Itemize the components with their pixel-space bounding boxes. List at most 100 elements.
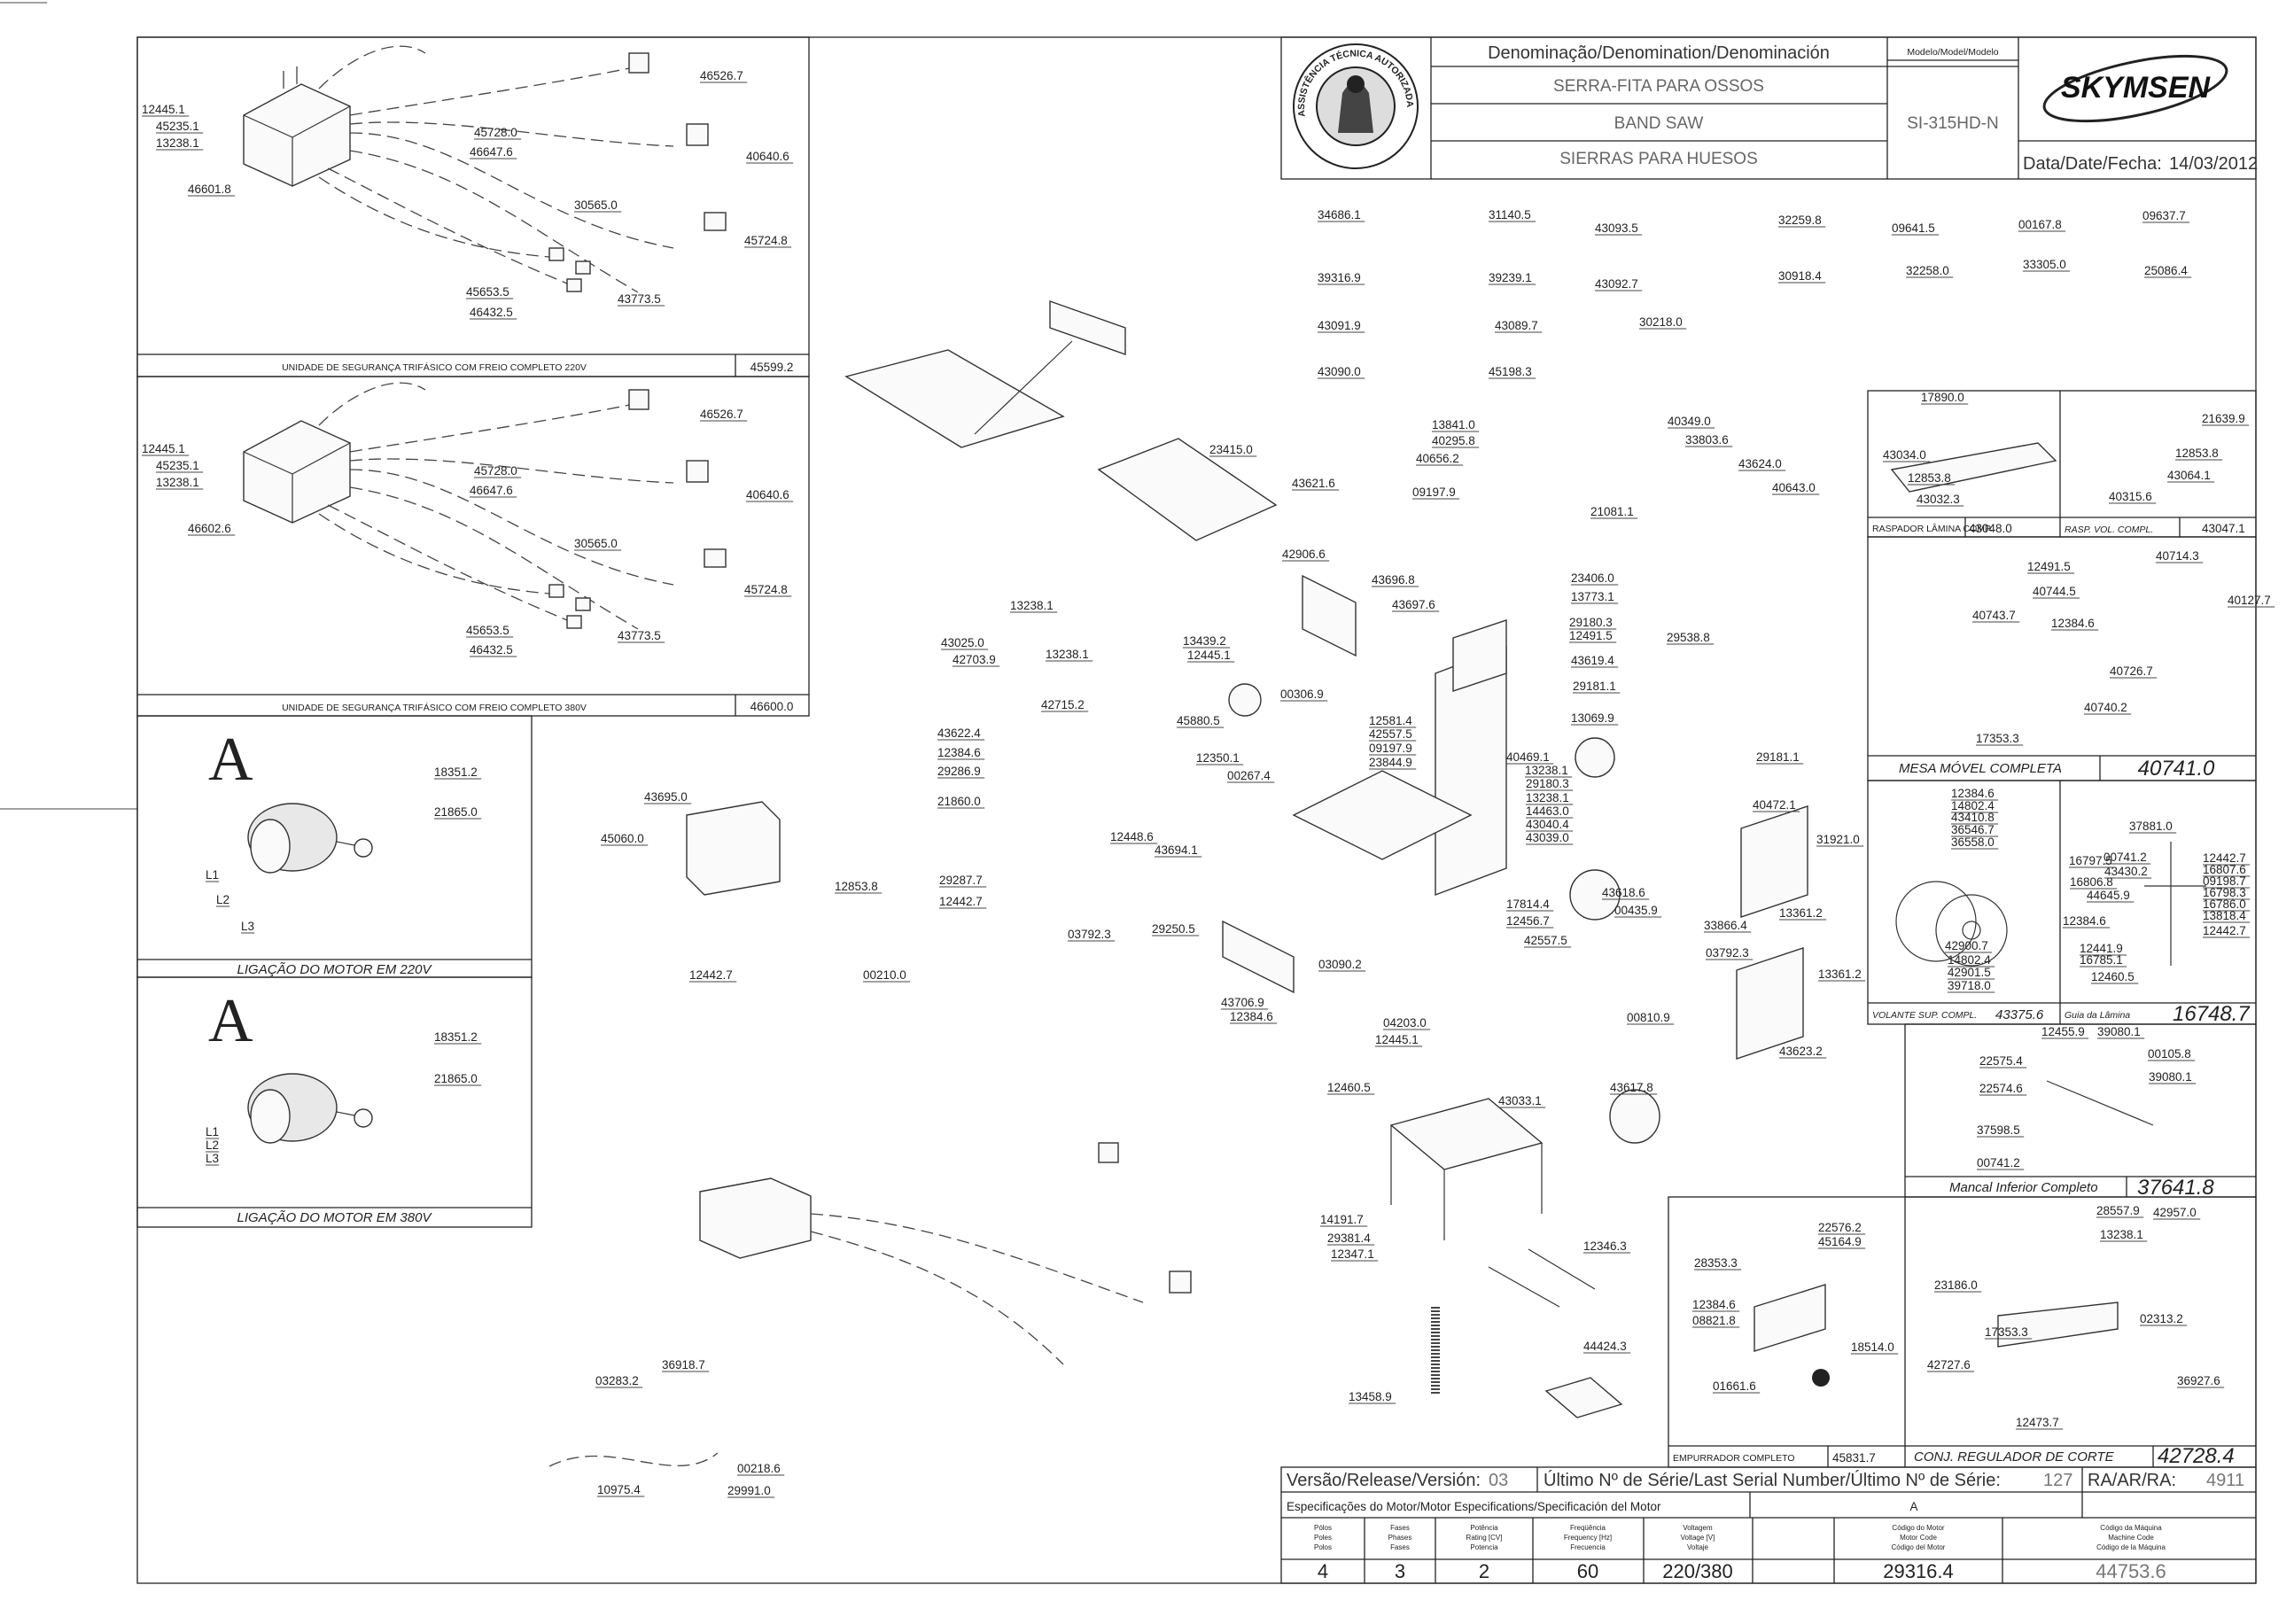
part-label: 13773.1 xyxy=(1571,590,1614,603)
motor-220-panel: LIGAÇÃO DO MOTOR EM 220V A xyxy=(136,715,533,978)
code-mesa: 40741.0 xyxy=(2138,757,2215,781)
serial-value: 127 xyxy=(2043,1471,2072,1490)
part-label: 28353.3 xyxy=(1694,1256,1738,1270)
part-label: 42727.6 xyxy=(1927,1358,1971,1371)
part-label: 23186.0 xyxy=(1934,1278,1978,1292)
part-label: 45235.1 xyxy=(156,459,199,472)
part-label: 46601.8 xyxy=(188,183,231,196)
part-label: 42906.6 xyxy=(1282,548,1326,561)
part-label: 00267.4 xyxy=(1227,769,1271,782)
part-label: 03792.3 xyxy=(1068,928,1111,941)
spec-header-1-0: Fases xyxy=(1390,1524,1410,1532)
part-label: 09641.5 xyxy=(1892,221,1935,235)
spec-header-3-1: Frequency [Hz] xyxy=(1564,1534,1612,1542)
part-label: 18514.0 xyxy=(1851,1340,1894,1354)
motor-letter-380: A xyxy=(208,987,253,1055)
part-label: 13238.1 xyxy=(156,476,199,489)
part-label: 39316.9 xyxy=(1318,271,1361,284)
part-label: 12384.6 xyxy=(1692,1298,1736,1311)
part-label: 02313.2 xyxy=(2140,1312,2183,1325)
ra-value: 4911 xyxy=(2206,1471,2244,1490)
spec-headers: PólosPolesPolosFasesPhasesFasesPotênciaR… xyxy=(1314,1524,2166,1551)
part-label: 43089.7 xyxy=(1495,319,1538,332)
part-label: 17890.0 xyxy=(1921,391,1964,404)
part-label: 13238.1 xyxy=(2100,1228,2143,1241)
part-label: 12491.5 xyxy=(2027,560,2071,573)
part-label: 00741.2 xyxy=(1977,1156,2020,1169)
spec-value-0: 4 xyxy=(1318,1560,1328,1582)
part-label: 45880.5 xyxy=(1177,714,1220,727)
part-label: 39239.1 xyxy=(1489,271,1532,284)
part-label: 00810.9 xyxy=(1627,1011,1670,1024)
part-label: L2 xyxy=(216,893,229,906)
date-label: Data/Date/Fecha: xyxy=(2023,154,2162,174)
part-label: 43623.2 xyxy=(1779,1045,1823,1058)
spec-block: Versão/Release/Versión: 03 Último Nº de … xyxy=(1280,1466,2257,1584)
part-label: 45724.8 xyxy=(744,234,788,247)
part-label: 40726.7 xyxy=(2110,664,2153,678)
spec-label: Especificações do Motor/Motor Especifica… xyxy=(1287,1500,1661,1513)
part-label: 21865.0 xyxy=(434,1072,478,1085)
part-label: 12445.1 xyxy=(142,103,185,116)
right-subassembly-frames: RASPADOR LÂMINA COMP. 43048.0 RASP. VOL.… xyxy=(1668,390,2257,1468)
part-label: 42900.7 xyxy=(1945,939,1988,952)
part-label: 44645.9 xyxy=(2087,889,2130,902)
part-label: 39080.1 xyxy=(2149,1070,2192,1084)
part-label: 40744.5 xyxy=(2033,585,2076,598)
part-label: 12445.1 xyxy=(1375,1033,1419,1046)
caption-conj: CONJ. REGULADOR DE CORTE xyxy=(1914,1449,2115,1465)
part-label: 40656.2 xyxy=(1416,452,1459,465)
spec-value-6: 44753.6 xyxy=(2096,1560,2166,1582)
part-label: 09637.7 xyxy=(2142,209,2186,222)
part-label: L3 xyxy=(241,920,254,933)
caption-motor-380: LIGAÇÃO DO MOTOR EM 380V xyxy=(237,1210,433,1225)
part-label: 43092.7 xyxy=(1595,277,1638,291)
part-label: 00741.2 xyxy=(2103,851,2147,864)
part-label: 29381.4 xyxy=(1327,1232,1371,1245)
part-label: 12442.7 xyxy=(939,895,983,908)
part-label: 36546.7 xyxy=(1951,823,1995,836)
part-label: 45724.8 xyxy=(744,583,788,596)
spec-header-4-2: Voltaje xyxy=(1687,1543,1709,1551)
part-label: 45060.0 xyxy=(601,832,644,845)
part-label: 36558.0 xyxy=(1951,835,1995,849)
part-label: 40315.6 xyxy=(2109,490,2152,503)
spec-value-3: 60 xyxy=(1577,1560,1598,1582)
part-label: 46432.5 xyxy=(470,306,513,319)
spec-header-1-1: Phases xyxy=(1388,1534,1412,1542)
part-label: 12384.6 xyxy=(937,746,981,759)
part-label: 16797.5 xyxy=(2069,854,2112,867)
part-label: 13238.1 xyxy=(1046,648,1089,661)
ra-label: RA/AR/RA: xyxy=(2088,1471,2176,1490)
spec-header-2-2: Potencia xyxy=(1470,1543,1498,1551)
part-label: 21860.0 xyxy=(937,795,981,808)
serial-label: Último Nº de Série/Last Serial Number/Úl… xyxy=(1544,1470,2001,1490)
part-label: 42957.0 xyxy=(2153,1206,2197,1219)
part-label: 22576.2 xyxy=(1818,1221,1862,1234)
part-label: 00435.9 xyxy=(1614,904,1658,917)
spec-header-4-0: Voltagem xyxy=(1683,1524,1713,1532)
part-label: 12445.1 xyxy=(1187,649,1231,662)
part-label: 40127.7 xyxy=(2228,594,2271,607)
part-label: 45235.1 xyxy=(156,120,199,133)
caption-motor-220: LIGAÇÃO DO MOTOR EM 220V xyxy=(237,962,433,977)
spec-value-2: 2 xyxy=(1479,1560,1489,1582)
part-label: 12384.6 xyxy=(2051,617,2095,630)
part-label: 43093.5 xyxy=(1595,221,1638,235)
code-rasp-vol: 43047.1 xyxy=(2202,522,2245,535)
part-label: 12455.9 xyxy=(2041,1025,2085,1038)
part-label: 13818.4 xyxy=(2203,909,2246,922)
code-unit-380: 46600.0 xyxy=(750,700,794,713)
part-label: 43695.0 xyxy=(644,790,688,804)
part-label: 25086.4 xyxy=(2144,264,2188,277)
part-label: 23844.9 xyxy=(1369,756,1412,769)
code-mancal: 37641.8 xyxy=(2137,1176,2214,1200)
caption-mancal: Mancal Inferior Completo xyxy=(1949,1180,2098,1195)
part-label: 45728.0 xyxy=(474,464,517,478)
part-label: 42703.9 xyxy=(953,653,996,666)
caption-unit-220: UNIDADE DE SEGURANÇA TRIFÁSICO COM FREIO… xyxy=(282,361,587,373)
part-label: 33305.0 xyxy=(2023,258,2066,271)
part-label: 44424.3 xyxy=(1583,1340,1627,1353)
part-label: 34686.1 xyxy=(1318,208,1361,221)
